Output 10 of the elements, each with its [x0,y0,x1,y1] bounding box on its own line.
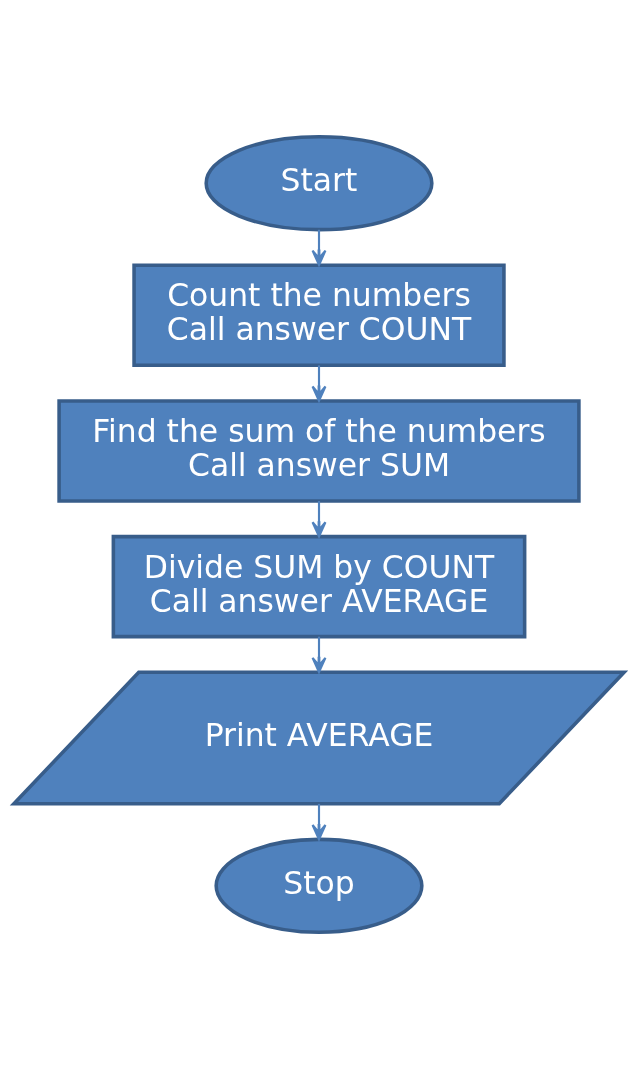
arrow [311,365,327,402]
node-box: Find the sum of the numbers Call answer SUM [57,399,581,503]
arrow [311,501,327,538]
arrow [311,229,327,266]
node-box: Count the numbers Call answer COUNT [132,263,506,368]
node-ellipse: Start [204,134,434,232]
arrow [311,636,327,674]
node-box: Divide SUM by COUNT Call answer AVERAGE [111,534,527,639]
arrow [311,803,327,841]
node-ellipse: Stop [214,837,424,935]
